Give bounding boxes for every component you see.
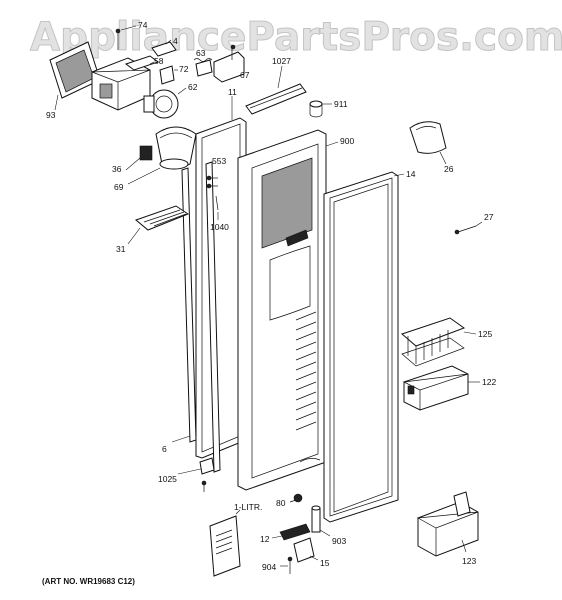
callout-123: 123 <box>462 556 476 566</box>
part-clip-lower <box>199 457 215 492</box>
callout-4: 4 <box>173 36 178 46</box>
part-31-shelf <box>127 205 190 245</box>
part-27-screw <box>454 221 483 235</box>
callout-63: 63 <box>196 48 206 58</box>
part-literature-booklet <box>209 509 241 577</box>
callout-911: 911 <box>334 99 348 109</box>
part-122-bin <box>402 365 480 411</box>
part-15-bracket <box>293 537 319 563</box>
part-553-screw <box>206 175 218 189</box>
callout-36: 36 <box>112 164 122 174</box>
part-1040-screw <box>215 195 219 220</box>
part-67-bracket <box>213 44 245 83</box>
callout-1025: 1025 <box>158 474 177 484</box>
part-69-chute <box>127 126 197 185</box>
part-900-door-panel <box>237 129 339 491</box>
part-6-strip <box>171 167 197 443</box>
watermark-logo: AppliancePartsPros.com <box>30 15 562 60</box>
callout-14: 14 <box>406 169 416 179</box>
part-123-bin <box>416 491 479 557</box>
callout-69: 69 <box>114 182 124 192</box>
callout-31: 31 <box>116 244 126 254</box>
callout-74: 74 <box>138 20 148 30</box>
callout-80: 80 <box>276 498 286 508</box>
callout-1040: 1040 <box>210 222 229 232</box>
callout-labels: 74 4 58 63 72 67 62 1027 11 911 93 900 3… <box>46 20 496 572</box>
part-904-screw <box>280 556 293 574</box>
callout-12: 12 <box>260 534 270 544</box>
part-903-actuator <box>311 505 331 537</box>
door-shelf-ribs <box>295 311 317 431</box>
callout-62: 62 <box>188 82 198 92</box>
callout-122: 122 <box>482 377 496 387</box>
callout-11: 11 <box>228 87 237 97</box>
callout-6: 6 <box>162 444 167 454</box>
callout-67: 67 <box>240 70 250 80</box>
part-911-grommet <box>309 100 332 118</box>
part-80-knob <box>289 493 303 503</box>
callout-27: 27 <box>484 212 494 222</box>
part-125-wire-rack <box>401 317 477 367</box>
part-62-motor <box>143 87 187 119</box>
callout-553: 553 <box>212 156 226 166</box>
callout-1-litr: 1-LITR. <box>234 502 262 512</box>
part-93-bracket-plate <box>49 41 101 111</box>
callout-58: 58 <box>154 56 164 66</box>
part-12-bracket <box>271 523 311 541</box>
callout-903: 903 <box>332 536 346 546</box>
part-36-switch <box>125 145 153 171</box>
callout-1027: 1027 <box>272 56 291 66</box>
callout-904: 904 <box>262 562 276 572</box>
callout-93: 93 <box>46 110 56 120</box>
callout-15: 15 <box>320 558 330 568</box>
callout-26: 26 <box>444 164 454 174</box>
callout-125: 125 <box>478 329 492 339</box>
part-14-door-gasket <box>323 171 405 523</box>
art-number: (ART NO. WR19683 C12) <box>42 577 135 586</box>
part-72-cam <box>159 65 178 85</box>
callout-72: 72 <box>179 64 189 74</box>
part-63-spring <box>193 58 213 77</box>
part-4-clip <box>151 39 177 57</box>
part-1027-trim <box>245 65 307 115</box>
part-74-screw <box>115 25 137 50</box>
callout-900: 900 <box>340 136 354 146</box>
part-26-cover <box>409 121 447 165</box>
